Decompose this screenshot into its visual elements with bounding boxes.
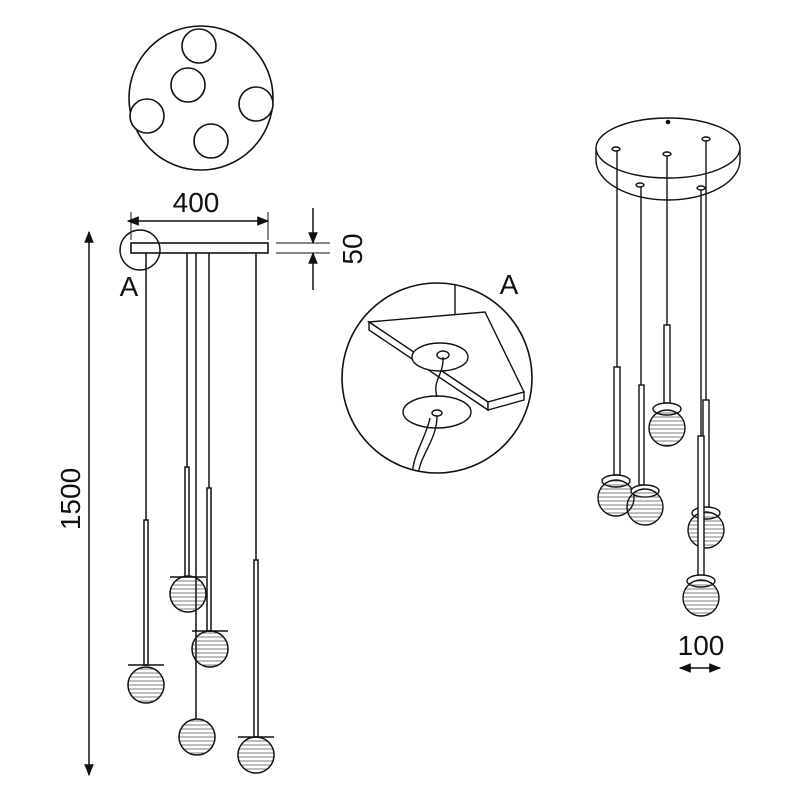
plate-height-dimension-label: 50 — [337, 233, 368, 264]
top-view-globe — [170, 67, 206, 103]
front-pendant — [237, 253, 275, 774]
top-view — [128, 25, 274, 171]
detail-title: A — [500, 269, 519, 300]
globe-diameter-dimension-label: 100 — [678, 630, 725, 661]
detail-a-view: A — [341, 269, 533, 474]
top-view-globe — [238, 86, 274, 122]
detail-marker-circle — [119, 229, 161, 271]
ceiling-plate — [130, 242, 269, 254]
perspective-pendant — [648, 151, 686, 447]
perspective-view: 100 — [595, 117, 741, 673]
detail-marker-label: A — [120, 271, 139, 302]
front-pendant — [127, 253, 165, 704]
front-pendant — [191, 253, 229, 668]
perspective-pendant — [687, 136, 725, 549]
top-view-canopy — [128, 25, 274, 171]
top-view-globe — [129, 98, 165, 134]
top-view-globe — [193, 123, 229, 159]
top-view-globe — [181, 28, 217, 64]
perspective-pendant — [626, 182, 664, 526]
total-height-dimension-label: 1500 — [55, 468, 86, 530]
perspective-canopy — [595, 117, 741, 179]
front-pendant — [169, 253, 207, 613]
perspective-pendant — [682, 185, 720, 617]
perspective-pendant — [597, 146, 635, 517]
front-view: 400 50 A 1500 — [55, 187, 368, 777]
width-dimension-label: 400 — [173, 187, 220, 218]
